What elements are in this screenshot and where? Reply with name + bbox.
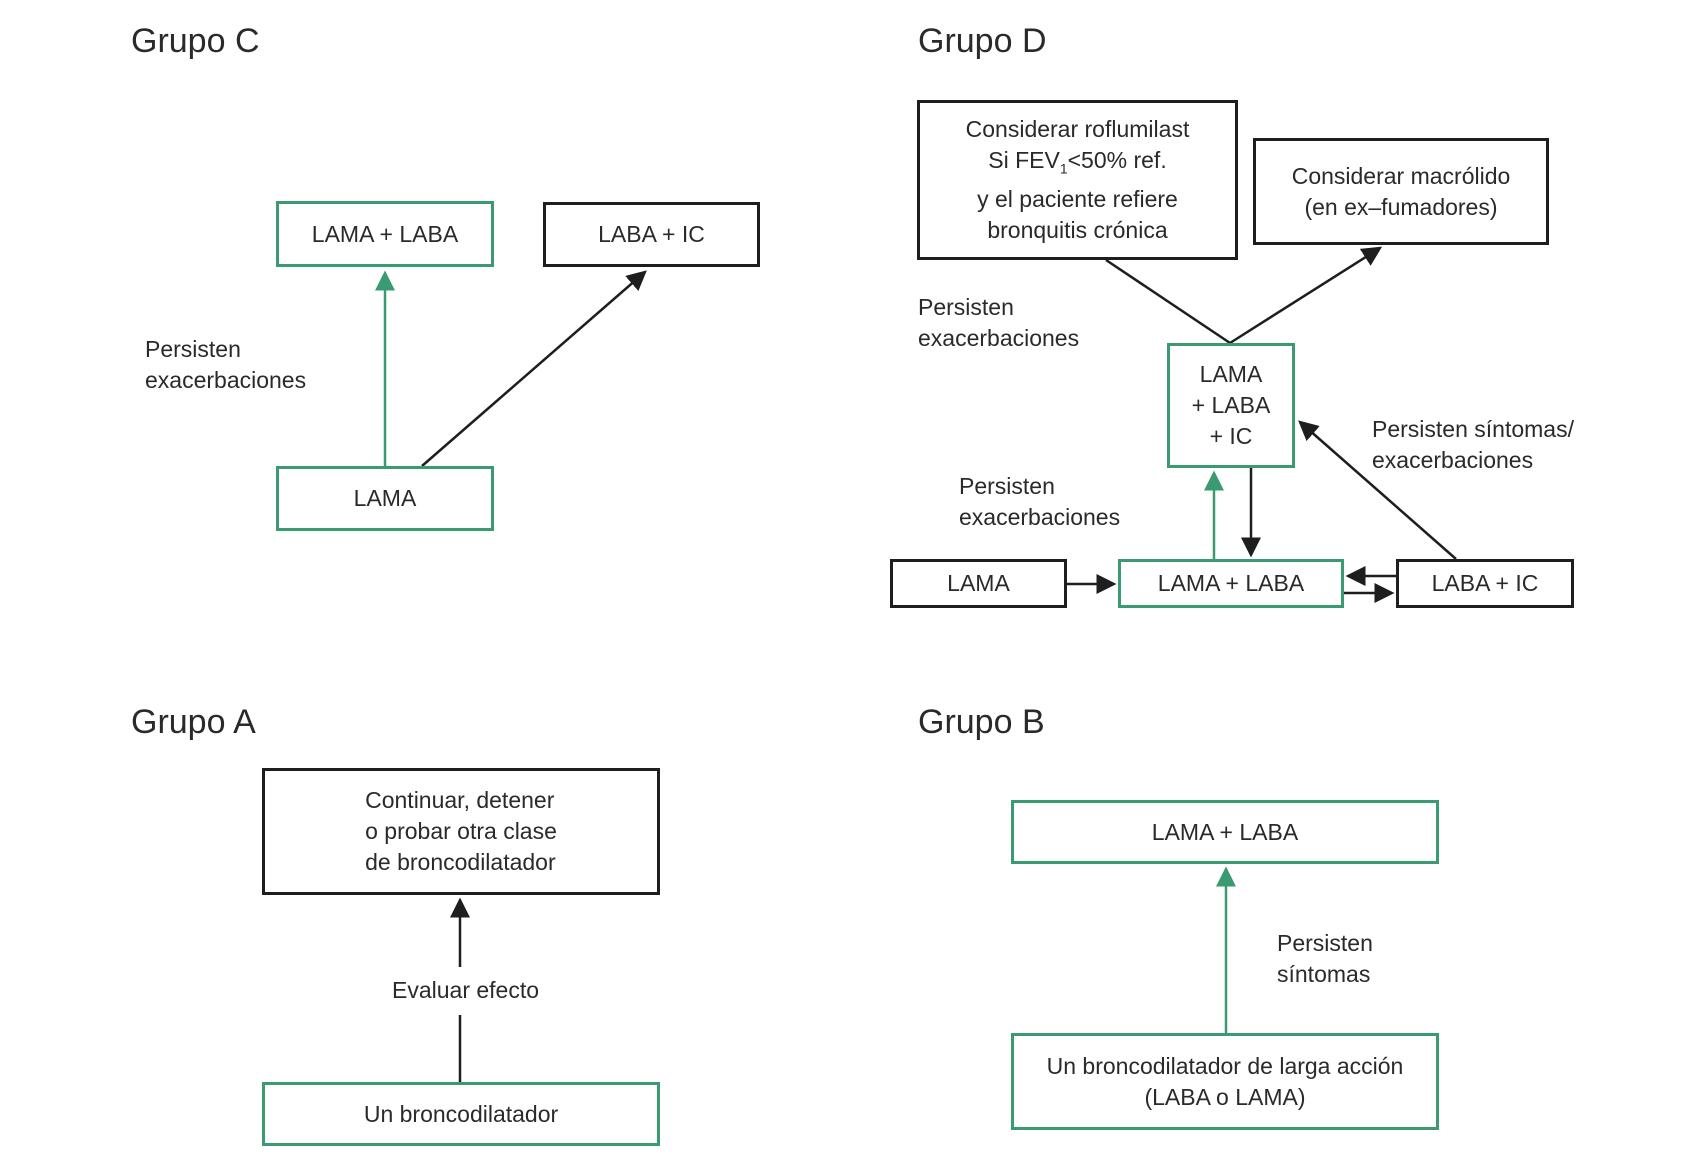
b-box-larga-accion-text: Un broncodilatador de larga acción (LABA… (1046, 1052, 1404, 1110)
c-box-laba-ic-text: LABA + IC (598, 221, 705, 247)
a-box-un-broncodilatador-text: Un broncodilatador (363, 1100, 559, 1127)
d-arrow-laba-ic-to-triple (1298, 420, 1457, 560)
d-box-macrolido-text: Considerar macrólido (en ex–fumadores) (1291, 162, 1511, 220)
d-box-lama-laba-text: LAMA + LABA (1157, 570, 1305, 596)
c-box-lama-laba-text: LAMA + LABA (311, 220, 459, 247)
d-label-persisten-sintomas-exacerbaciones: Persisten síntomas/ exacerbaciones (1372, 416, 1574, 473)
c-label-persisten-exacerbaciones: Persisten exacerbaciones (145, 336, 307, 393)
c-arrow-lama-to-laba-ic (421, 270, 647, 467)
d-box-lama-laba-ic-text: LAMA + LABA + IC (1191, 361, 1271, 449)
b-box-lama-laba-text: LAMA + LABA (1151, 818, 1299, 845)
c-box-lama: LAMA (276, 466, 494, 531)
d-arrow-triple-to-macrolido (1229, 246, 1383, 345)
group-b-title: Grupo B (918, 703, 1045, 741)
d-label-lower-persisten-exacerbaciones: Persisten exacerbaciones (959, 473, 1121, 530)
d-box-roflumilast-text: Considerar roflumilast Si FEV1<50% ref. y … (966, 114, 1190, 247)
roflumilast-line-4: bronquitis crónica (987, 217, 1168, 244)
d-box-laba-ic: LABA + IC (1396, 559, 1574, 608)
group-c-title: Grupo C (131, 22, 260, 60)
roflumilast-line-2-pre: Si FEV (988, 146, 1060, 173)
d-box-laba-ic-text: LABA + IC (1431, 570, 1539, 596)
b-box-lama-laba: LAMA + LABA (1011, 800, 1439, 864)
d-box-macrolido: Considerar macrólido (en ex–fumadores) (1253, 138, 1549, 245)
roflumilast-line-2-sub: 1 (1059, 160, 1068, 177)
d-box-lama-text: LAMA (947, 570, 1010, 596)
b-box-larga-accion: Un broncodilatador de larga acción (LABA… (1011, 1033, 1439, 1130)
d-label-top-persisten-exacerbaciones: Persisten exacerbaciones (918, 294, 1080, 351)
d-box-roflumilast: Considerar roflumilast Si FEV1<50% ref. y … (917, 100, 1238, 260)
c-box-lama-text: LAMA (353, 485, 417, 511)
a-box-continuar: Continuar, detener o probar otra clase d… (262, 768, 660, 895)
d-box-lama-laba: LAMA + LABA (1118, 559, 1344, 608)
b-label-persisten-sintomas: Persisten síntomas (1277, 930, 1373, 987)
c-box-laba-ic: LABA + IC (543, 202, 760, 267)
group-d-title: Grupo D (918, 22, 1047, 60)
roflumilast-line-1: Considerar roflumilast (965, 115, 1190, 142)
a-box-un-broncodilatador: Un broncodilatador (262, 1082, 660, 1146)
d-box-lama: LAMA (890, 559, 1067, 608)
d-line-triple-to-roflumilast (1105, 258, 1231, 345)
a-box-continuar-text: Continuar, detener o probar otra clase d… (365, 787, 557, 875)
roflumilast-line-3: y el paciente refiere (977, 186, 1178, 213)
roflumilast-line-2-post: <50% ref. (1067, 146, 1167, 173)
c-box-lama-laba: LAMA + LABA (276, 201, 494, 267)
group-a-title: Grupo A (131, 703, 256, 741)
d-box-lama-laba-ic: LAMA + LABA + IC (1167, 343, 1295, 468)
a-label-evaluar-efecto: Evaluar efecto (392, 977, 540, 1003)
